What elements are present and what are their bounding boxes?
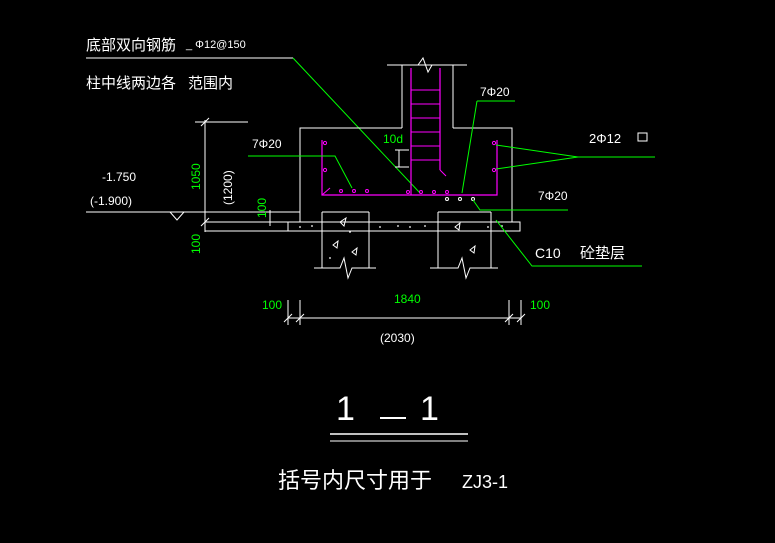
footing-rebar — [321, 140, 498, 196]
note-column-centerline: 柱中线两边各 — [86, 74, 176, 92]
label-bottom-bars: 7Φ20 — [538, 189, 568, 203]
footing-outline — [299, 127, 513, 223]
bar-dot — [322, 167, 328, 173]
drawing-code: ZJ3-1 — [462, 472, 508, 492]
dim-height-bracket: (1200) — [221, 170, 235, 205]
anchor-label: 10d — [383, 132, 403, 146]
elevation-marker — [169, 211, 185, 221]
cushion-layer — [287, 221, 521, 232]
bar-dot — [365, 189, 369, 193]
elevation-bracket: (-1.900) — [90, 194, 132, 208]
bar-dot — [445, 197, 449, 201]
leader-top-bars — [461, 100, 478, 194]
vdim-tick — [200, 117, 210, 127]
column-break-symbol — [417, 56, 433, 74]
bar-dot — [432, 190, 436, 194]
elevation-main: -1.750 — [102, 170, 136, 184]
vdim-tick — [200, 217, 210, 227]
dim-height: 1050 — [189, 163, 203, 190]
label-cushion-grade: C10 — [535, 245, 561, 261]
dim-cushion: 100 — [189, 234, 203, 254]
label-side-bars: 2Φ12 — [589, 131, 621, 146]
leader-side-bars — [495, 144, 579, 170]
bar-dot — [339, 189, 343, 193]
label-top-bars: 7Φ20 — [480, 85, 510, 99]
leader-left-bars — [248, 155, 353, 189]
bar-dot — [419, 190, 423, 194]
note-bottom-rebar: 底部双向钢筋 — [86, 36, 176, 54]
pile-right — [430, 211, 498, 280]
dim-left: 100 — [262, 298, 282, 312]
leader-cushion — [495, 219, 642, 267]
note-range: 范围内 — [188, 74, 233, 92]
dim-width: 1840 — [394, 292, 421, 306]
label-cushion: 砼垫层 — [580, 244, 625, 262]
section-right-number: 1 — [420, 390, 439, 428]
note-rebar-spec: _ Φ12@150 — [185, 39, 246, 51]
bar-dot — [491, 140, 497, 146]
leader-note — [292, 57, 421, 194]
hdim-tick — [283, 313, 293, 323]
dim-right: 100 — [530, 298, 550, 312]
cushion-hatch — [299, 225, 503, 228]
bar-dot — [352, 189, 356, 193]
hdim-tick — [504, 313, 514, 323]
bracket-note: 括号内尺寸用于 — [278, 469, 432, 494]
dim-cover: 100 — [255, 198, 269, 218]
footing-rebar-hook — [321, 187, 331, 196]
dim-total-bracket: (2030) — [380, 331, 415, 345]
pile-left — [314, 211, 376, 280]
square-symbol — [637, 132, 648, 142]
bar-dot — [445, 190, 449, 194]
bar-dot — [322, 140, 328, 146]
label-left-bars: 7Φ20 — [252, 137, 282, 151]
hdim-tick — [295, 313, 305, 323]
leader-bottom-bars — [472, 199, 568, 211]
column-bar-hook — [439, 169, 447, 177]
bar-dot — [491, 167, 497, 173]
section-left-number: 1 — [336, 390, 355, 428]
bar-dot — [458, 197, 462, 201]
bar-dot — [406, 190, 410, 194]
hdim-tick — [516, 313, 526, 323]
